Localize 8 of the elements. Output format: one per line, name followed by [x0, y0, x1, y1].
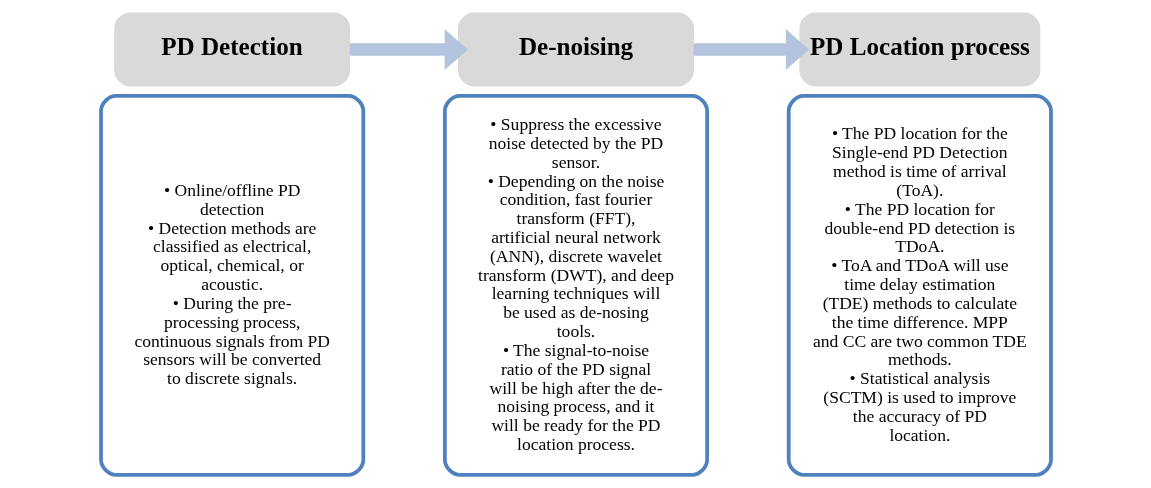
- node-box: • Suppress the excessive noise detected by the PD sensor. • Depending on the noise condition, fast fourier transform (FFT), artificial neural network (ANN), discrete wavelet transform (DWT), and deep learning techniques will be used as de-nosing tools. • The signal-to-noise ratio of the PD signal will be high after the de-noising process, and it will be ready for the PD location process.: [442, 94, 709, 477]
- node-box: PD Detection: [113, 12, 350, 87]
- node-box: De-noising: [457, 12, 694, 87]
- node-box: PD Location process: [798, 12, 1040, 87]
- node-box: • The PD location for the Single-end PD Detection method is time of arrival (ToA). • The PD location for double-end PD detection is TDoA. • ToA and TDoA will use time delay estimation (TDE) methods to calculate the time difference. MPP and CC are two common TDE methods. • Statistical analysis (SCTM) is used to improve the accuracy of PD location.: [786, 94, 1053, 477]
- arrow: [349, 29, 468, 70]
- node-box: • Online/offline PD detection • Detection methods are classified as electrical, optical, chemical, or acoustic. • During the pre-processing process, continuous signals from PD sensors will be converted to discrete signals.: [98, 94, 365, 477]
- arrow: [693, 29, 809, 70]
